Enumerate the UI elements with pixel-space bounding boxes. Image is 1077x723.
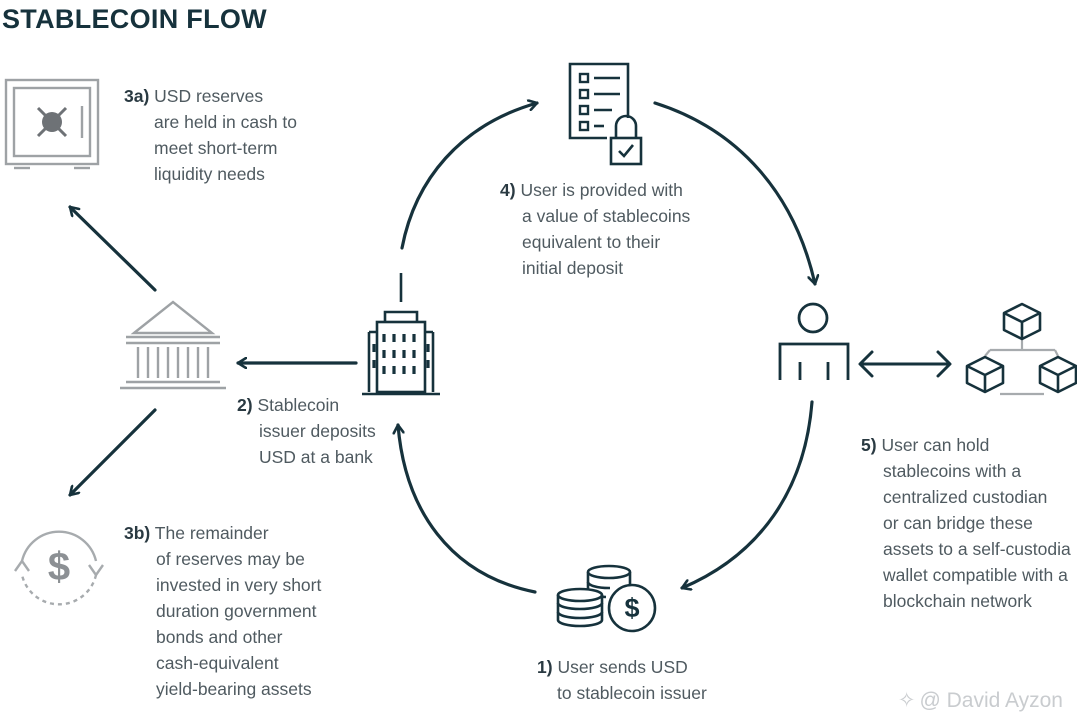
watermark-logo-icon: ✧ <box>897 689 916 712</box>
step-3b-line-4: duration government <box>156 601 317 621</box>
step-3b-label: 3b) The remainder of reserves may be inv… <box>124 520 321 702</box>
step-3b-line-1: The remainder <box>154 523 269 543</box>
step-2-label: 2) Stablecoin issuer deposits USD at a b… <box>237 392 376 470</box>
step-3a-line-4: liquidity needs <box>154 164 265 184</box>
step-5-line-5: assets to a self-custodia <box>883 539 1071 559</box>
step-1-label: 1) User sends USD to stablecoin issuer <box>537 654 707 706</box>
watermark: ✧@ David Ayzon <box>898 688 1063 713</box>
step-1-line-1: User sends USD <box>557 657 688 677</box>
step-1-line-2: to stablecoin issuer <box>557 683 707 703</box>
blockchain-cubes-icon <box>965 302 1077 396</box>
step-3a-number: 3a) <box>124 86 150 106</box>
svg-text:$: $ <box>624 593 639 623</box>
arrow-bank-to-vault <box>68 205 157 292</box>
step-5-line-2: stablecoins with a <box>883 461 1022 481</box>
step-5-line-6: wallet compatible with a <box>883 565 1068 585</box>
arrow-bank-to-bonds <box>68 408 157 497</box>
step-3a-line-2: are held in cash to <box>154 112 298 132</box>
step-5-number: 5) <box>861 435 877 455</box>
step-4-label: 4) User is provided with a value of stab… <box>500 177 690 281</box>
step-2-line-2: issuer deposits <box>259 421 376 441</box>
flow-arrows <box>68 101 815 594</box>
step-4-line-2: a value of stablecoins <box>522 206 691 226</box>
arrow-user-blockchain <box>858 350 952 378</box>
svg-text:$: $ <box>48 545 70 589</box>
vault-icon <box>4 78 100 170</box>
step-5-label: 5) User can hold stablecoins with a cent… <box>861 432 1071 614</box>
step-3b-line-6: cash-equivalent <box>156 653 279 673</box>
step-4-line-4: initial deposit <box>522 258 624 278</box>
step-5-line-1: User can hold <box>881 435 990 455</box>
step-2-line-1: Stablecoin <box>257 395 340 415</box>
coins-dollar-icon: $ <box>556 564 657 633</box>
step-2-line-3: USD at a bank <box>259 447 373 467</box>
bank-icon <box>120 300 226 390</box>
step-3a-line-3: meet short-term <box>154 138 278 158</box>
step-4-number: 4) <box>500 180 516 200</box>
step-4-line-3: equivalent to their <box>522 232 661 252</box>
user-icon <box>778 302 850 380</box>
step-3b-number: 3b) <box>124 523 151 543</box>
locked-document-icon <box>568 62 643 166</box>
arrow-document-to-user <box>653 101 815 286</box>
step-5-line-3: centralized custodian <box>883 487 1048 507</box>
step-3b-line-3: invested in very short <box>156 575 322 595</box>
page-title: STABLECOIN FLOW <box>2 4 267 34</box>
step-3b-line-7: yield-bearing assets <box>156 679 312 699</box>
office-building-icon <box>362 273 440 396</box>
step-3a-label: 3a) USD reserves are held in cash to mee… <box>124 83 297 187</box>
arrow-issuer-to-document <box>400 103 539 250</box>
dollar-cycle-icon: $ <box>14 530 104 606</box>
step-1-number: 1) <box>537 657 553 677</box>
step-4-line-1: User is provided with <box>520 180 683 200</box>
step-5-line-4: or can bridge these <box>883 513 1033 533</box>
step-5-line-7: blockchain network <box>883 591 1032 611</box>
watermark-text: @ David Ayzon <box>919 689 1063 712</box>
step-2-number: 2) <box>237 395 253 415</box>
arrow-coins-to-issuer <box>398 423 537 594</box>
step-3b-line-2: of reserves may be <box>156 549 305 569</box>
arrow-user-to-coins <box>680 400 814 588</box>
step-3a-line-1: USD reserves <box>154 86 264 106</box>
step-3b-line-5: bonds and other <box>156 627 283 647</box>
